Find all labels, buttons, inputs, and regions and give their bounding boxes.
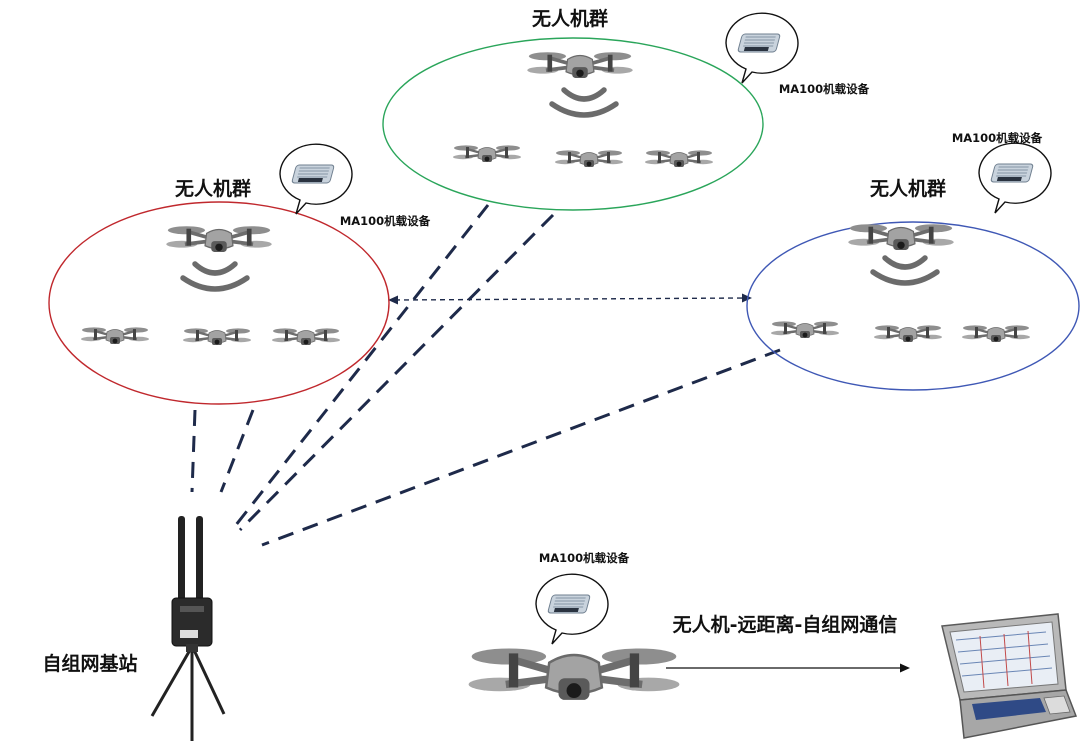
router-device-icon [535, 573, 609, 645]
drone-icon [960, 324, 1032, 344]
link-base-right [261, 348, 781, 547]
drone-icon [469, 648, 680, 699]
base-station-label: 自组网基站 [42, 652, 137, 675]
arrowhead-icon [900, 663, 910, 673]
link-swarm-left-right [394, 297, 747, 301]
device-label-top: MA100机载设备 [779, 82, 870, 96]
swarm-title-right: 无人机群 [870, 177, 946, 200]
router-device-icon [279, 143, 353, 215]
drone-icon [643, 149, 715, 169]
swarm-top: 无人机群 MA100机载设备 [382, 7, 870, 211]
signal-arc-icon [552, 90, 616, 115]
drone-icon [872, 324, 944, 344]
router-device-icon [978, 142, 1052, 214]
link-base-top-2 [238, 213, 555, 532]
drone-icon [270, 327, 342, 347]
relay-drone: MA100机载设备 无人机-远距离-自组网通信 [469, 551, 910, 700]
relay-link-label: 无人机-远距离-自组网通信 [673, 613, 898, 636]
signal-arc-icon [873, 258, 937, 283]
device-label-right: MA100机载设备 [952, 131, 1043, 145]
drone-icon [451, 144, 523, 164]
drone-icon [525, 50, 635, 80]
link-base-top-1 [230, 204, 490, 531]
relay-device-label: MA100机载设备 [539, 551, 630, 565]
rugged-laptop-icon [941, 613, 1078, 739]
base-station: 自组网基站 [42, 516, 226, 741]
swarm-title-left: 无人机群 [175, 177, 251, 200]
arrowhead-left-icon [388, 295, 398, 305]
drone-icon [553, 149, 625, 169]
drone-icon [164, 224, 274, 254]
link-lines [190, 204, 781, 547]
signal-arc-icon [183, 264, 247, 289]
drone-icon [769, 320, 841, 340]
swarm-title-top: 无人机群 [532, 7, 608, 30]
device-label-left: MA100机载设备 [340, 214, 431, 228]
link-base-left-2 [219, 409, 255, 493]
swarm-ring-left [48, 201, 390, 405]
link-base-left-1 [190, 409, 197, 493]
swarm-ring-top [382, 37, 764, 211]
drone-icon [79, 326, 151, 346]
router-device-icon [725, 12, 799, 84]
arrowhead-right-icon [742, 293, 752, 303]
swarm-left: 无人机群 MA100机载设备 [48, 143, 431, 405]
swarm-ring-right [746, 221, 1080, 391]
drone-icon [181, 327, 253, 347]
swarm-right: 无人机群 MA100机载设备 [746, 131, 1080, 391]
antenna-base-station-icon [150, 516, 226, 741]
drone-icon [846, 222, 956, 252]
